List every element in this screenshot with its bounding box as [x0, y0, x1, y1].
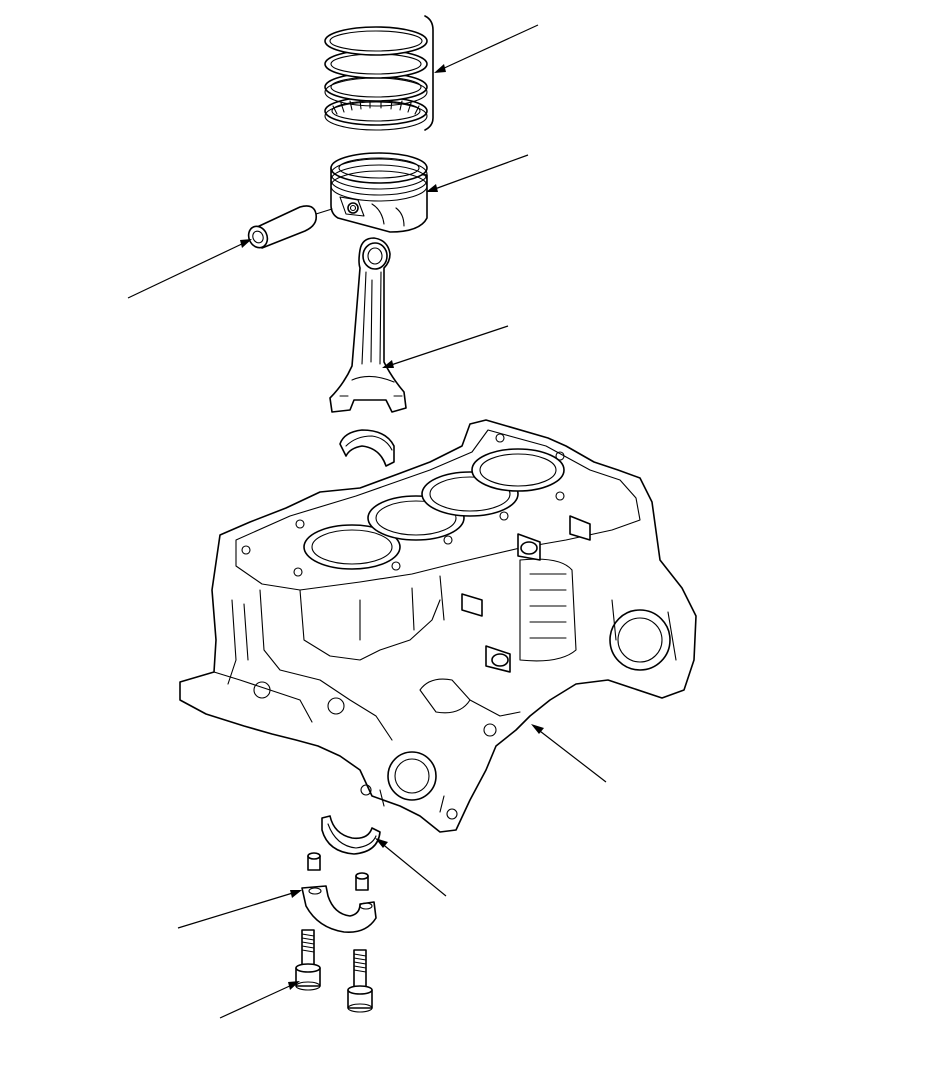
lower-rod-bearing: [321, 815, 381, 855]
leader-piston: [426, 154, 529, 192]
leader-piston-pin: [127, 239, 252, 299]
leader-lower-rod-bearing: [375, 838, 447, 897]
leader-connecting-rod: [382, 325, 509, 368]
connecting-rod-bolts: [295, 929, 373, 1013]
connecting-rod-cap: [301, 885, 377, 934]
leader-connecting-rod-cap: [177, 890, 302, 929]
callout-leaders: [127, 24, 607, 1019]
dowel-pins: [307, 852, 369, 891]
connecting-rod: [329, 237, 407, 413]
leader-connecting-rod-bolts: [219, 981, 300, 1019]
upper-rod-bearing: [339, 429, 395, 467]
leader-cylinder-block: [531, 724, 607, 783]
cylinder-block: [179, 419, 697, 833]
leader-piston-rings: [434, 24, 539, 73]
piston-rings: [324, 15, 434, 131]
piston-pin: [247, 205, 333, 249]
piston: [330, 152, 428, 233]
